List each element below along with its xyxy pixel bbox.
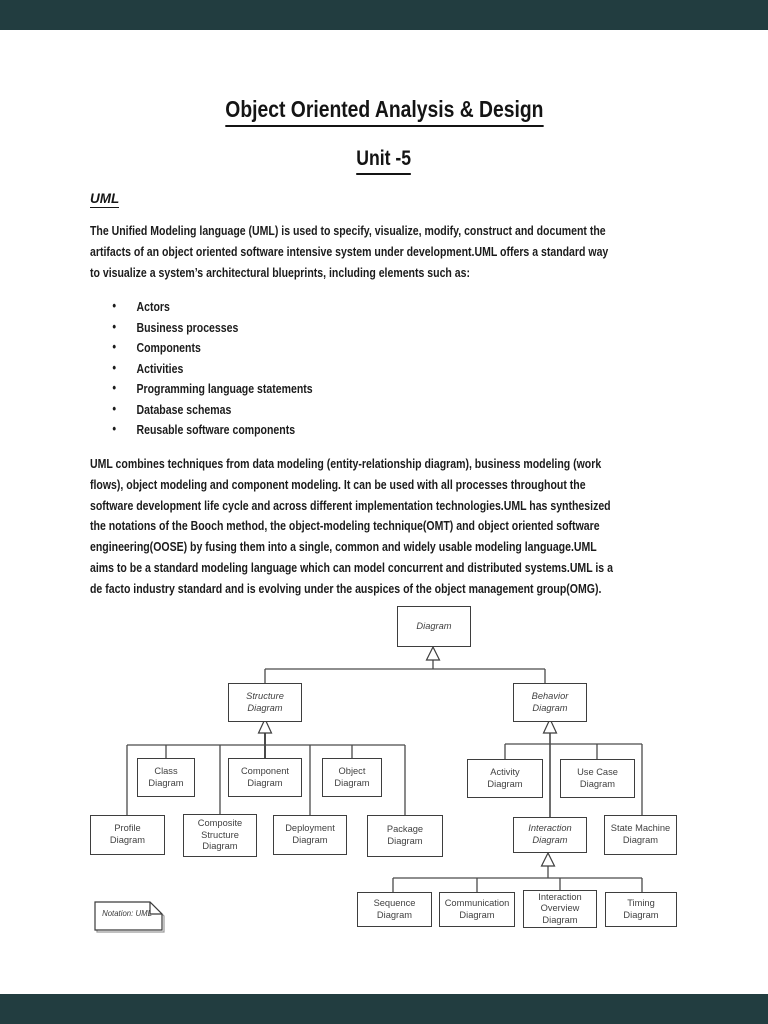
- node-use-case-diagram: Use Case Diagram: [560, 759, 635, 798]
- page-subtitle: Unit -5: [356, 147, 412, 175]
- node-interaction-diagram: Interaction Diagram: [513, 817, 587, 853]
- viewer-letterbox-bottom: [0, 994, 768, 1024]
- node-diagram: Diagram: [397, 606, 471, 647]
- paragraph-line: artifacts of an object oriented software…: [90, 244, 609, 259]
- page-title: Object Oriented Analysis & Design: [224, 96, 544, 127]
- node-interaction-overview-diagram: Interaction Overview Diagram: [523, 890, 597, 928]
- bullet-label: Programming language statements: [136, 382, 313, 396]
- node-object-diagram: Object Diagram: [322, 758, 382, 797]
- list-item: • Database schemas: [90, 400, 313, 421]
- paragraph-line: flows), object modeling and component mo…: [90, 477, 586, 492]
- paragraph-2: UML combines techniques from data modeli…: [90, 454, 613, 600]
- paragraph-1: The Unified Modeling language (UML) is u…: [90, 221, 608, 283]
- paragraph-line: UML combines techniques from data modeli…: [90, 457, 602, 471]
- paragraph-line: to visualize a system’s architectural bl…: [90, 265, 471, 280]
- node-structure-diagram: Structure Diagram: [228, 683, 302, 722]
- list-item: • Programming language statements: [90, 379, 313, 400]
- list-item: • Components: [90, 338, 313, 359]
- bullet-icon: •: [112, 360, 117, 375]
- node-class-diagram: Class Diagram: [137, 758, 195, 797]
- node-deployment-diagram: Deployment Diagram: [273, 815, 347, 855]
- bullet-icon: •: [112, 340, 117, 354]
- bullet-icon: •: [112, 401, 117, 416]
- generalization-arrow-icon: [257, 717, 273, 734]
- bullet-icon: •: [112, 381, 117, 395]
- node-component-diagram: Component Diagram: [228, 758, 302, 797]
- generalization-arrow-icon: [425, 645, 441, 661]
- node-composite-structure-diagram: Composite Structure Diagram: [183, 814, 257, 857]
- bullet-label: Components: [136, 341, 201, 355]
- paragraph-line: engineering(OOSE) by fusing them into a …: [90, 540, 597, 555]
- page-subtitle-line: Unit -5: [0, 147, 768, 175]
- bullet-list: •Actors •Business processes •Components …: [90, 297, 313, 441]
- node-behavior-diagram: Behavior Diagram: [513, 683, 587, 722]
- paragraph-line: the notations of the Booch method, the o…: [90, 519, 600, 534]
- generalization-arrow-icon: [540, 851, 556, 867]
- generalization-arrow-icon: [542, 717, 558, 734]
- node-sequence-diagram: Sequence Diagram: [357, 892, 432, 927]
- node-activity-diagram: Activity Diagram: [467, 759, 543, 798]
- paragraph-line: The Unified Modeling language (UML) is u…: [90, 224, 606, 238]
- bullet-icon: •: [112, 299, 117, 313]
- page-title-line: Object Oriented Analysis & Design: [0, 96, 768, 127]
- note-icon: [94, 901, 163, 931]
- node-state-machine-diagram: State Machine Diagram: [604, 815, 677, 855]
- bullet-label: Activities: [136, 361, 184, 376]
- bullet-icon: •: [112, 319, 117, 334]
- paragraph-line: de facto industry standard and is evolvi…: [90, 581, 602, 596]
- paragraph-line: software development life cycle and acro…: [90, 498, 611, 513]
- bullet-label: Reusable software components: [136, 423, 296, 437]
- node-timing-diagram: Timing Diagram: [605, 892, 677, 927]
- list-item: • Actors: [90, 297, 313, 318]
- bullet-label: Actors: [136, 300, 170, 314]
- note-fold-icon: [149, 902, 162, 915]
- list-item: • Activities: [90, 359, 313, 380]
- bullet-label: Business processes: [136, 320, 239, 335]
- note-label: Notation: UML: [102, 909, 152, 918]
- list-item: • Reusable software components: [90, 420, 313, 441]
- node-profile-diagram: Profile Diagram: [90, 815, 165, 855]
- viewer-letterbox-top: [0, 0, 768, 30]
- paragraph-line: aims to be a standard modeling language …: [90, 560, 613, 575]
- node-communication-diagram: Communication Diagram: [439, 892, 515, 927]
- bullet-label: Database schemas: [136, 402, 232, 417]
- section-heading: UML: [90, 191, 120, 208]
- node-package-diagram: Package Diagram: [367, 815, 443, 857]
- list-item: • Business processes: [90, 318, 313, 339]
- bullet-icon: •: [112, 422, 117, 436]
